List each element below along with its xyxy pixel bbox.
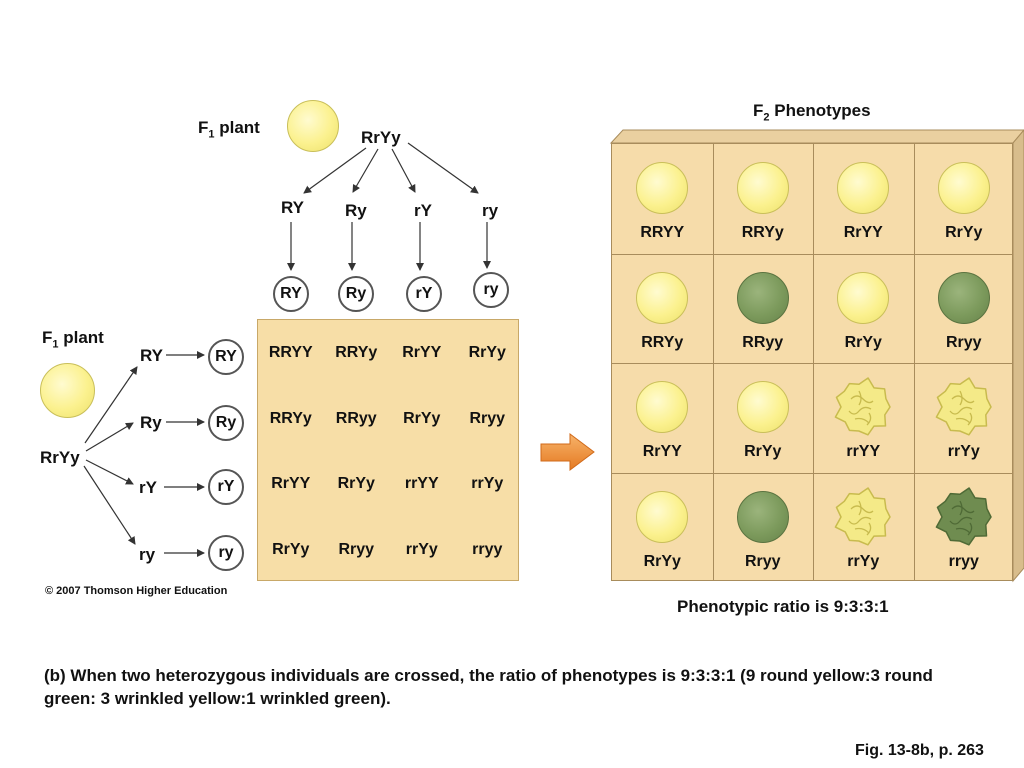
phenotype-genotype-label: RrYy <box>744 443 782 460</box>
top-gamete-label: RY <box>281 198 304 217</box>
left-parent-genotype: RrYy <box>40 448 80 467</box>
top-gamete-label: rY <box>414 201 432 220</box>
yellow-round-pea-icon <box>837 271 890 324</box>
yellow-round-pea-icon <box>837 162 890 214</box>
phenotype-genotype-label: RrYY <box>642 443 682 460</box>
yellow-round-pea-icon <box>636 490 689 543</box>
grid-divider <box>612 472 1012 474</box>
punnett-cell: RrYy <box>337 475 375 492</box>
phenotype-genotype-label: RRYY <box>640 224 685 241</box>
top-gamete-circle: rY <box>406 276 442 312</box>
phenotype-genotype-label: RRYy <box>641 333 684 351</box>
left-gamete-circle: Ry <box>208 405 244 441</box>
figure-caption: (b) When two heterozygous individuals ar… <box>44 666 933 708</box>
phenotype-genotype-label: RrYy <box>643 552 681 570</box>
green-wrinkled-pea-icon <box>935 486 992 546</box>
punnett-cell: RRYy <box>269 409 312 427</box>
punnett-cell: rrYy <box>405 540 438 558</box>
left-gamete-label: rY <box>139 478 157 497</box>
yellow-round-pea-icon <box>736 381 789 433</box>
yellow-round-pea-icon <box>636 162 689 214</box>
punnett-cell: RRYy <box>335 344 378 361</box>
f1-plant-top-label: F1 plant <box>198 118 260 141</box>
green-round-pea-icon <box>736 271 789 324</box>
f1-pea-left-icon <box>40 363 95 418</box>
grid-divider <box>712 144 714 580</box>
yellow-round-pea-icon <box>736 162 789 214</box>
top-gamete-circle: Ry <box>338 276 374 312</box>
punnett-cell: rryy <box>472 540 503 558</box>
phenotype-genotype-label: RRyy <box>742 333 784 351</box>
yellow-round-pea-icon <box>636 271 689 324</box>
punnett-cell: rrYy <box>471 475 504 492</box>
yellow-wrinkled-pea-icon <box>834 377 891 436</box>
phenotype-genotype-label: Rryy <box>945 333 982 351</box>
punnett-cell: rrYY <box>404 475 439 492</box>
punnett-cell: Rryy <box>469 409 506 427</box>
top-gamete-circle: RY <box>273 276 309 312</box>
phenotype-genotype-label: RrYy <box>945 224 983 241</box>
left-gamete-circle: RY <box>208 339 244 375</box>
phenotype-genotype-label: rryy <box>948 552 979 570</box>
grid-divider <box>612 363 1012 364</box>
top-gamete-label: ry <box>482 201 499 220</box>
punnett-cell: RRyy <box>335 409 377 427</box>
phenotype-genotype-label: Rryy <box>744 552 781 570</box>
yellow-wrinkled-pea-icon <box>834 486 891 546</box>
yellow-round-pea-icon <box>636 381 689 433</box>
top-gamete-label: Ry <box>345 201 367 220</box>
punnett-cell: RrYY <box>271 475 311 492</box>
phenotype-genotype-label: RrYy <box>844 333 882 351</box>
phenotype-genotype-label: rrYY <box>846 443 881 460</box>
f1-plant-left-label: F1 plant <box>42 328 104 351</box>
punnett-cell: RrYy <box>403 409 441 427</box>
grid-divider <box>913 144 915 580</box>
left-gamete-label: RY <box>140 346 163 365</box>
grid-divider <box>612 253 1012 255</box>
orange-arrow-icon <box>540 433 595 471</box>
green-round-pea-icon <box>736 490 789 543</box>
top-parent-genotype: RrYy <box>361 128 401 147</box>
punnett-cell: RrYy <box>272 540 310 558</box>
punnett-cell: RRYY <box>268 344 313 361</box>
f1-pea-top-icon <box>287 100 339 152</box>
green-round-pea-icon <box>937 271 990 324</box>
punnett-cell: RrYy <box>468 344 506 361</box>
phenotype-genotype-label: RRYy <box>741 224 784 241</box>
top-gamete-circle: ry <box>473 272 509 308</box>
copyright-text: © 2007 Thomson Higher Education <box>45 585 228 597</box>
left-gamete-circle: ry <box>208 535 244 571</box>
phenotype-genotype-label: RrYY <box>843 224 883 241</box>
left-gamete-label: Ry <box>140 413 162 432</box>
figure-reference: Fig. 13-8b, p. 263 <box>855 742 984 759</box>
punnett-cell: Rryy <box>338 540 375 558</box>
phenotypic-ratio: Phenotypic ratio is 9:3:3:1 <box>677 597 889 616</box>
phenotype-genotype-label: rrYy <box>847 552 880 570</box>
yellow-round-pea-icon <box>937 162 990 214</box>
f2-phenotypes-title: F2 Phenotypes <box>753 101 871 124</box>
punnett-cell: RrYY <box>402 344 442 361</box>
grid-divider <box>813 144 814 580</box>
left-gamete-circle: rY <box>208 469 244 505</box>
phenotype-genotype-label: rrYy <box>947 443 980 460</box>
left-gamete-label: ry <box>139 545 156 564</box>
yellow-wrinkled-pea-icon <box>935 377 992 436</box>
